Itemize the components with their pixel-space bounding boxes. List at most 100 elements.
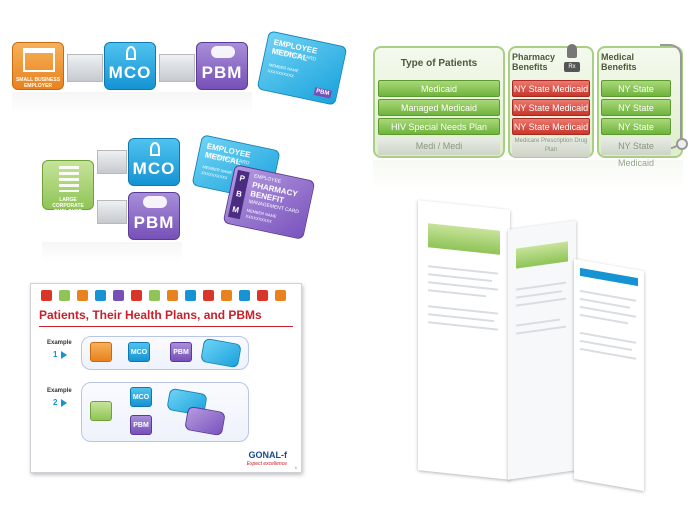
- employer-label: LARGE CORPORATE EMPLOYER: [52, 197, 84, 215]
- slide-strip-icon: [113, 290, 124, 301]
- slide-strip-icon: [203, 290, 214, 301]
- page-number: 6: [294, 465, 297, 470]
- text-line: [516, 325, 566, 335]
- row-medical-cell: NY State Medicaid: [601, 80, 671, 111]
- text-line: [428, 321, 498, 331]
- slide-strip-icon: [41, 290, 52, 301]
- text-line: [428, 289, 486, 298]
- row-type-cell: Managed Medicaid: [378, 99, 500, 116]
- pbm-label: PBM: [201, 63, 243, 82]
- pbm-tile: PBM: [196, 42, 248, 90]
- text-line: [580, 313, 628, 325]
- reflection: [42, 242, 182, 262]
- small-business-employer-tile: SMALL BUSINESS EMPLOYER: [12, 42, 64, 90]
- pbm-label: PBM: [133, 213, 175, 232]
- text-line: [516, 318, 560, 327]
- example-2-flow: MCO PBM: [81, 382, 249, 442]
- caduceus-icon: [150, 142, 160, 156]
- row-pharmacy-cell: NY State Medicaid: [512, 118, 590, 135]
- row-medical-cell: NY State Medicaid: [601, 99, 671, 130]
- slide-strip-icon: [221, 290, 232, 301]
- panel-header-image: [516, 241, 568, 269]
- panel-header-image: [428, 223, 500, 255]
- title-underline: [39, 326, 293, 327]
- mco-label: MCO: [108, 63, 152, 82]
- mco-label: MCO: [132, 159, 176, 178]
- pharmacy-benefit-card: P B M EMPLOYEE PHARMACY BENEFIT MANAGEME…: [222, 164, 316, 240]
- mco-tile: MCO: [128, 342, 150, 362]
- arrow-connector: [159, 54, 195, 82]
- panel-header-bar: [580, 267, 638, 287]
- storefront-icon: [23, 48, 55, 72]
- mco-tile: MCO: [130, 387, 152, 407]
- brand-tagline: Expect excellence: [246, 461, 287, 467]
- presentation-slide: Patients, Their Health Plans, and PBMs E…: [30, 283, 302, 473]
- small-business-employer-tile: [90, 342, 112, 362]
- header-medical-benefits: Medical Benefits: [601, 52, 637, 72]
- pharmacy-benefit-card: [184, 405, 226, 437]
- chevron-right-icon: [61, 399, 67, 407]
- header-type-of-patients: Type of Patients: [400, 58, 478, 69]
- text-line: [428, 265, 498, 275]
- brochure-panel-middle: [508, 220, 576, 480]
- slide-strip-icon: [239, 290, 250, 301]
- example-2-label: Example: [47, 388, 72, 394]
- text-line: [428, 305, 498, 315]
- mco-tile: MCO: [104, 42, 156, 90]
- mco-tile: MCO: [128, 138, 180, 186]
- slide-strip-icon: [131, 290, 142, 301]
- cloud-pill-icon: [211, 46, 235, 58]
- reflection: [373, 160, 683, 190]
- stethoscope-icon: [660, 44, 682, 149]
- cloud-pill-icon: [143, 196, 167, 208]
- chevron-right-icon: [61, 351, 67, 359]
- slide-strip-icon: [167, 290, 178, 301]
- row-type-cell: Medi / Medi: [378, 138, 500, 155]
- text-line: [516, 281, 566, 291]
- slide-strip-icon: [185, 290, 196, 301]
- slide-strip-icon: [95, 290, 106, 301]
- slide-icon-strip: [41, 290, 291, 302]
- rx-badge: Rx: [564, 62, 580, 72]
- slide-strip-icon: [149, 290, 160, 301]
- text-line: [516, 290, 562, 299]
- row-pharmacy-cell: Medicare Prescription Drug Plan: [512, 137, 590, 157]
- slide-strip-icon: [59, 290, 70, 301]
- row-medical-cell: NY State Medicaid: [601, 138, 671, 168]
- row-type-cell: HIV Special Needs Plan: [378, 118, 500, 135]
- row-medical-cell: NY State Medicaid: [601, 118, 671, 149]
- brochure-panel-left: [418, 200, 510, 480]
- slide-strip-icon: [275, 290, 286, 301]
- example-1-number: 1: [53, 350, 58, 359]
- pbm-tile: PBM: [130, 415, 152, 435]
- employee-medical-card: [200, 337, 242, 369]
- text-line: [516, 297, 566, 307]
- employee-medical-card: EMPLOYEE MEDICAL INSURANCE CARD MEMBER N…: [256, 30, 348, 106]
- row-pharmacy-cell: NY State Medicaid: [512, 80, 590, 97]
- example-1-flow: MCO PBM: [81, 336, 249, 370]
- large-corporate-employer-tile: [90, 401, 112, 421]
- pharmacist-icon: [567, 44, 577, 58]
- large-corporate-employer-tile: LARGE CORPORATE EMPLOYER: [42, 160, 94, 215]
- caduceus-icon: [126, 46, 136, 60]
- stethoscope-bell: [676, 138, 688, 150]
- reflection: [12, 92, 252, 114]
- header-pharmacy-benefits: Pharmacy Benefits: [512, 52, 556, 72]
- slide-strip-icon: [77, 290, 88, 301]
- brochure-panel-right: [574, 258, 644, 492]
- arrow-connector: [97, 150, 127, 174]
- text-line: [428, 273, 492, 282]
- row-type-cell: Medicaid: [378, 80, 500, 97]
- building-icon: [59, 166, 79, 192]
- arrow-connector: [67, 54, 103, 82]
- arrow-connector: [97, 200, 127, 224]
- example-1-label: Example: [47, 340, 72, 346]
- text-line: [428, 281, 498, 291]
- slide-strip-icon: [257, 290, 268, 301]
- example-2-number: 2: [53, 398, 58, 407]
- text-line: [428, 313, 494, 323]
- row-pharmacy-cell: NY State Medicaid: [512, 99, 590, 116]
- employer-label: SMALL BUSINESS EMPLOYER: [15, 77, 61, 89]
- pbm-tile: PBM: [170, 342, 192, 362]
- brand-logo: GONAL-f: [248, 450, 288, 460]
